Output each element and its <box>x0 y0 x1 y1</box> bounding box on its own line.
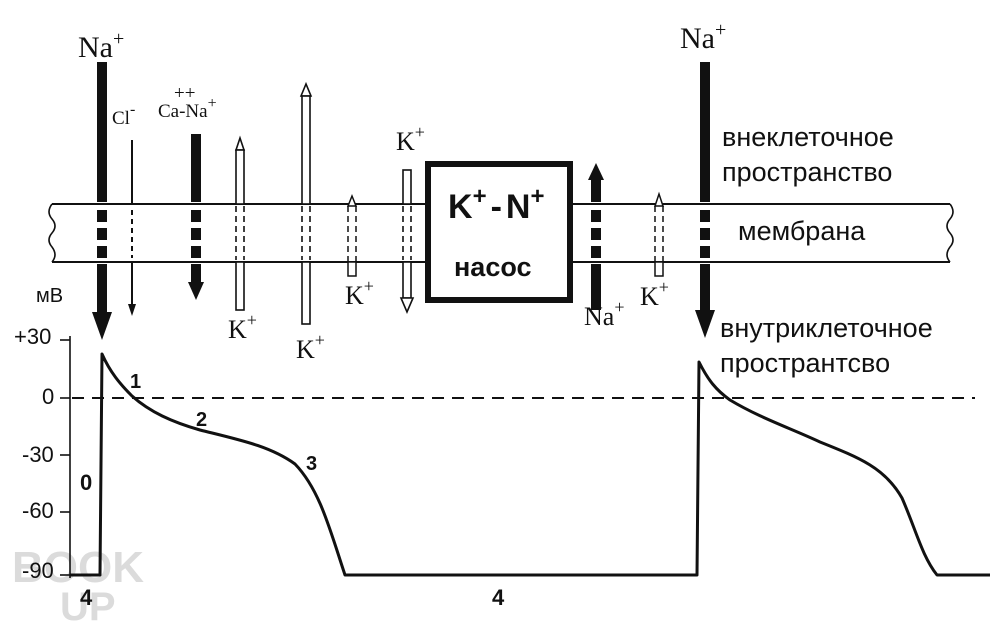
ca-na-channel <box>188 134 204 300</box>
watermark-line1: BOOK <box>12 543 144 592</box>
tick-label: -90 <box>22 558 54 583</box>
pump-title: K+-N+ <box>448 183 544 226</box>
k-label-c: K+ <box>345 276 374 310</box>
na-right-arrow-down-icon <box>695 310 715 338</box>
phase-label-4-left: 4 <box>80 585 93 610</box>
voltage-axis: мВ +30 0 -30 -60 -90 <box>14 285 71 583</box>
bookup-watermark: BOOK UP <box>12 543 144 628</box>
k-arrow-up-icon <box>234 135 246 151</box>
k-channel-d <box>653 191 665 277</box>
membrane-label: мембрана <box>738 216 866 246</box>
k-label-top: K+ <box>396 122 425 156</box>
phase-label-3: 3 <box>306 453 317 475</box>
k-channel-b <box>299 81 313 325</box>
na-k-pump: K+-N+ насос <box>425 161 573 303</box>
phase-label-2: 2 <box>196 409 207 431</box>
k-label-a: K+ <box>228 310 257 344</box>
watermark-line2: UP <box>60 585 116 628</box>
phase-label-0: 0 <box>80 470 92 495</box>
k-label-d: K+ <box>640 277 669 311</box>
k-small-arrow-up-icon <box>653 191 665 207</box>
cl-arrow-down-icon <box>128 304 136 316</box>
na-pump-label: Na+ <box>584 297 624 331</box>
cl-channel <box>128 140 136 316</box>
na-pump-channel <box>588 163 604 310</box>
na-channel-left <box>92 62 112 340</box>
cl-label: Cl- <box>112 101 135 129</box>
k-channel-top <box>399 169 415 315</box>
ca-superscript: ++ <box>174 83 195 104</box>
outside-label-line1: внеклеточное <box>722 122 894 152</box>
na-channel-right <box>695 62 715 338</box>
na-arrow-up-icon <box>588 163 604 180</box>
k-channel-c <box>346 193 358 277</box>
ca-na-label: Ca-Na+ <box>158 95 217 122</box>
tick-label: -60 <box>22 498 54 523</box>
na-left-label: Na+ <box>78 28 124 64</box>
na-right-label: Na+ <box>680 19 726 55</box>
phase-label-4-mid: 4 <box>492 585 505 610</box>
pump-label: насос <box>454 252 532 282</box>
inside-label-line2: пространтсво <box>720 348 890 378</box>
axis-unit: мВ <box>36 285 63 307</box>
k-short-arrow-up-icon <box>346 193 358 207</box>
tick-label: 0 <box>42 384 54 409</box>
k-label-b: K+ <box>296 330 325 364</box>
k-arrow-down-icon <box>399 297 415 315</box>
inside-label-line1: внутриклеточное <box>720 313 933 343</box>
na-arrow-down-icon <box>92 312 112 340</box>
phase-label-1: 1 <box>130 371 141 393</box>
k-channel-a <box>234 135 246 311</box>
outside-label-line2: пространство <box>722 157 892 187</box>
tick-label: +30 <box>14 324 51 349</box>
k-tall-arrow-up-icon <box>299 81 313 97</box>
tick-label: -30 <box>22 442 54 467</box>
action-potential-trace <box>70 352 990 577</box>
ca-na-arrow-down-icon <box>188 282 204 300</box>
